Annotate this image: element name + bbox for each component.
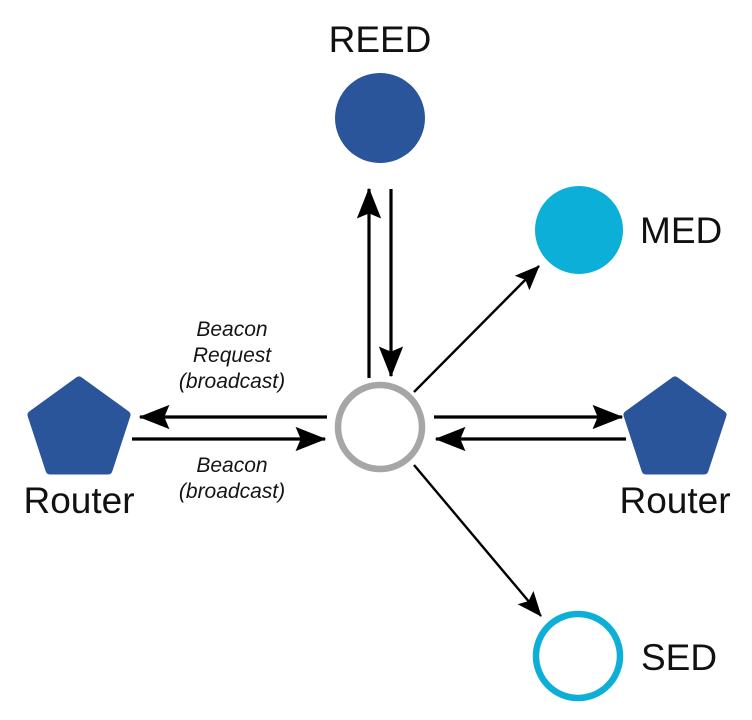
joiner-circle-icon[interactable] xyxy=(334,381,426,473)
edge-group-med xyxy=(413,265,540,393)
node-joiner[interactable] xyxy=(334,381,426,473)
beacon-request-line-3: (broadcast) xyxy=(179,370,285,393)
node-med[interactable]: MED xyxy=(535,186,722,274)
node-router-left[interactable]: Router xyxy=(23,376,135,521)
node-router-right[interactable]: Router xyxy=(619,376,731,521)
med-label: MED xyxy=(640,210,722,251)
router-left-pentagon-icon[interactable] xyxy=(27,376,131,475)
sed-circle-icon[interactable] xyxy=(532,610,624,702)
edge-group-reed xyxy=(356,187,404,378)
edge-group-router-right xyxy=(434,404,626,452)
node-reed[interactable]: REED xyxy=(329,19,432,163)
beacon-line-1: Beacon xyxy=(196,454,267,477)
edge-group-router-left xyxy=(132,404,327,452)
sed-label: SED xyxy=(641,637,717,678)
router-right-label: Router xyxy=(619,480,730,521)
edge-label-beacon: Beacon (broadcast) xyxy=(179,454,285,503)
reed-label: REED xyxy=(329,19,432,60)
med-circle-icon[interactable] xyxy=(535,186,623,274)
reed-circle-icon[interactable] xyxy=(335,73,425,163)
node-sed[interactable]: SED xyxy=(532,610,717,702)
beacon-line-2: (broadcast) xyxy=(179,480,285,503)
edge-label-beacon-request: Beacon Request (broadcast) xyxy=(179,318,285,393)
beacon-request-line-2: Request xyxy=(193,344,272,367)
beacon-request-line-1: Beacon xyxy=(196,318,267,341)
edge-joiner-to-med xyxy=(413,265,540,393)
edge-group-sed xyxy=(413,464,542,617)
router-right-pentagon-icon[interactable] xyxy=(623,376,727,475)
edge-joiner-to-sed xyxy=(413,464,542,617)
router-left-label: Router xyxy=(23,480,134,521)
